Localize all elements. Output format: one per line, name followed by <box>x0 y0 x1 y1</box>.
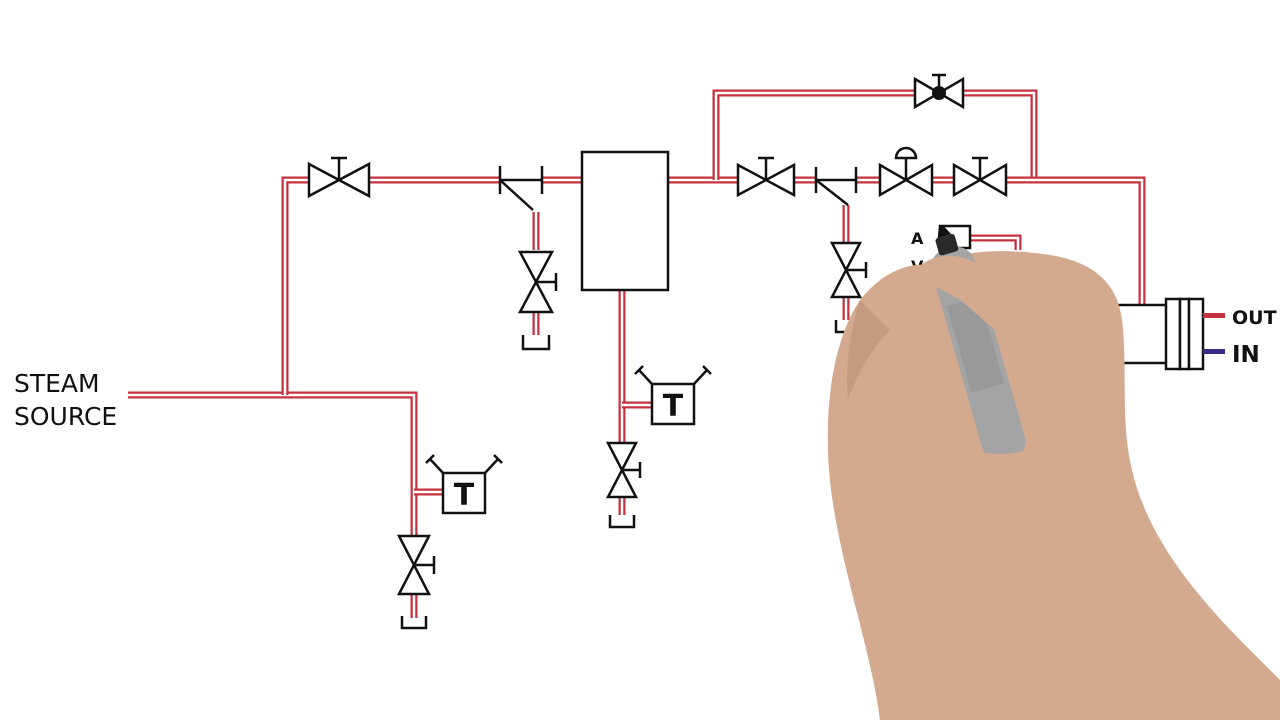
drain-valve-3 <box>396 534 436 596</box>
hand-palm <box>827 251 1280 720</box>
out-stub <box>1203 313 1225 318</box>
strainer-1 <box>498 166 544 211</box>
pipe-bypass-return <box>964 89 1038 180</box>
drain-valve-4 <box>829 241 868 299</box>
steam-source-label-line1: STEAM <box>14 369 100 398</box>
steam-trap-2: T <box>425 454 503 515</box>
bypass-globe-valve <box>913 73 965 110</box>
out-label: OUT <box>1232 307 1277 329</box>
trap-letter-1: T <box>663 389 684 424</box>
drain-open-1 <box>521 335 551 351</box>
hand-thumb <box>915 255 1035 365</box>
pipe-left-riser <box>281 176 310 395</box>
drain-open-2 <box>608 515 636 529</box>
pipework <box>128 89 1146 618</box>
pipe-partial-branch <box>968 234 1022 250</box>
gate-valve-train-1 <box>736 156 796 198</box>
pipe-train-4 <box>1006 176 1146 305</box>
trap-letter-2: T <box>454 478 475 513</box>
partial-label-a: A <box>911 229 924 248</box>
gate-valve-inlet <box>307 156 371 199</box>
gate-valve-train-4 <box>952 156 1008 198</box>
hand-holding-marker <box>827 225 1280 720</box>
separator-vessel <box>580 150 670 292</box>
hand-fingers <box>905 360 1050 481</box>
in-label: IN <box>1232 342 1260 368</box>
drain-valve-1 <box>517 250 558 314</box>
in-stub <box>1203 349 1225 354</box>
strainer-2 <box>814 167 858 206</box>
drain-open-3 <box>400 616 428 630</box>
pipe-bypass-loop <box>712 89 914 180</box>
steam-trap-1: T <box>634 365 712 426</box>
pipe-source-main <box>128 391 418 545</box>
control-valve <box>878 146 934 198</box>
steam-source-label-line2: SOURCE <box>14 402 117 431</box>
drain-valve-2 <box>605 441 642 499</box>
marker-pen <box>931 225 1026 462</box>
hand-knuckle-shading <box>847 300 890 400</box>
